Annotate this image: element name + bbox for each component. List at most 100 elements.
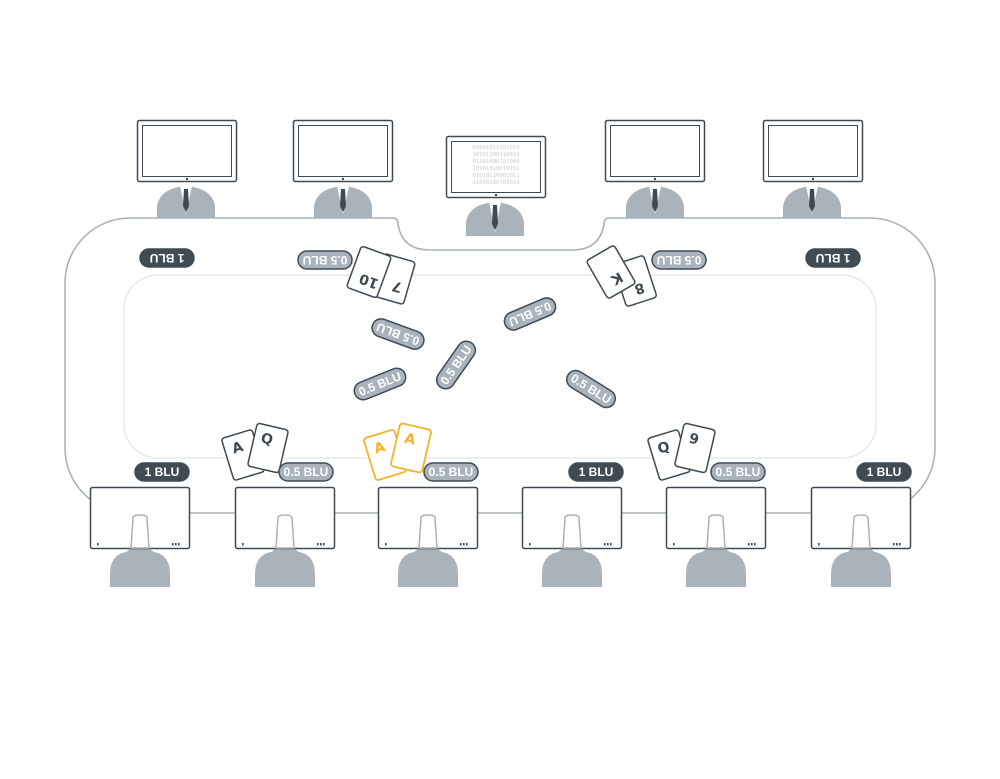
tie xyxy=(340,189,346,212)
bottom-player-1 xyxy=(89,486,191,587)
monitor-led xyxy=(341,177,345,181)
table-outer-rail xyxy=(64,217,936,514)
top-player-1 xyxy=(136,119,238,218)
table-inner-line xyxy=(123,274,877,459)
monitor-led xyxy=(494,193,498,197)
monitor-led xyxy=(811,177,815,181)
bottom-player-3-cards: A A xyxy=(363,422,432,481)
top-player-4-cards: 8 K xyxy=(586,245,657,307)
monitor-stand xyxy=(130,514,150,549)
svg-text:9: 9 xyxy=(687,431,700,449)
pot-chip: 0.5 BLU xyxy=(435,340,477,390)
code-line: 10101010010101 xyxy=(472,166,519,172)
svg-text:Q: Q xyxy=(259,430,274,448)
person-head xyxy=(398,514,458,587)
monitor-icon xyxy=(445,135,547,199)
code-line: 01010110001011 xyxy=(472,173,519,179)
top-bet-chip-5: 1 BLU xyxy=(805,248,861,268)
power-dot xyxy=(818,543,820,546)
top-bet-chip-4: 0.5 BLU xyxy=(651,250,707,270)
port-dots xyxy=(460,543,468,546)
top-player-2 xyxy=(292,119,394,218)
person-head xyxy=(542,514,602,587)
bottom-bet-chip-4: 1 BLU xyxy=(568,462,624,482)
monitor-stand xyxy=(275,514,295,549)
playing-card-highlighted: A xyxy=(390,422,432,474)
bottom-bet-chip-2: 0.5 BLU xyxy=(278,462,334,482)
port-dots xyxy=(893,543,901,546)
bet-label: 1 BLU xyxy=(816,251,851,265)
power-dot xyxy=(97,543,99,546)
top-bet-chip-1: 1 BLU xyxy=(139,248,195,268)
top-player-2-cards: 7 10 xyxy=(346,245,416,305)
bet-label: 0.5 BLU xyxy=(429,465,474,479)
playing-card: K xyxy=(586,245,636,299)
bottom-bet-chip-3: 0.5 BLU xyxy=(423,462,479,482)
monitor-screen xyxy=(298,125,388,177)
monitor-led xyxy=(185,177,189,181)
tie xyxy=(652,189,658,212)
binary-code: 01001011101011 10101100110010 0110100010… xyxy=(472,145,519,186)
bottom-player-4 xyxy=(521,486,623,587)
bet-label: 1 BLU xyxy=(579,465,614,479)
pot-chip: 0.5 BLU xyxy=(503,297,557,331)
code-line: 11010100101011 xyxy=(472,180,519,186)
power-dot xyxy=(242,543,244,546)
top-player-4 xyxy=(604,119,706,218)
monitor-screen xyxy=(142,125,232,177)
playing-card: Q xyxy=(247,422,289,474)
tie xyxy=(809,189,815,212)
power-dot xyxy=(385,543,387,546)
top-bet-chip-2: 0.5 BLU xyxy=(297,250,353,270)
monitor-led xyxy=(653,177,657,181)
tie xyxy=(183,189,189,212)
port-dots xyxy=(748,543,756,546)
bottom-player-5 xyxy=(665,486,767,587)
svg-text:A: A xyxy=(230,439,245,458)
person-head xyxy=(831,514,891,587)
code-line: 01101000101000 xyxy=(472,159,519,165)
bet-label: 1 BLU xyxy=(145,465,180,479)
port-dots xyxy=(604,543,612,546)
bet-label: 0.5 BLU xyxy=(303,253,348,267)
svg-text:A: A xyxy=(403,431,417,449)
monitor-icon xyxy=(762,119,864,183)
monitor-screen xyxy=(451,141,541,193)
pot-chip: 0.5 BLU xyxy=(371,318,425,350)
playing-card: 9 xyxy=(674,422,716,474)
svg-text:A: A xyxy=(372,439,387,458)
bottom-bet-chip-6: 1 BLU xyxy=(856,462,912,482)
bet-label: 1 BLU xyxy=(150,251,185,265)
code-line: 01001011101011 xyxy=(472,145,519,151)
monitor-icon xyxy=(136,119,238,183)
monitor-screen xyxy=(768,125,858,177)
svg-text:10: 10 xyxy=(357,270,381,292)
svg-text:8: 8 xyxy=(632,279,646,297)
svg-text:7: 7 xyxy=(390,277,404,295)
bottom-player-2 xyxy=(234,486,336,587)
bottom-bet-chip-1: 1 BLU xyxy=(134,462,190,482)
monitor-stand xyxy=(851,514,871,549)
port-dots xyxy=(172,543,180,546)
bottom-player-3 xyxy=(377,486,479,587)
pot-chip: 0.5 BLU xyxy=(353,367,407,401)
bottom-player-5-cards: Q 9 xyxy=(647,422,716,481)
bet-label: 0.5 BLU xyxy=(716,465,761,479)
bottom-player-6 xyxy=(810,486,912,587)
monitor-stand xyxy=(706,514,726,549)
monitor-stand xyxy=(562,514,582,549)
playing-card: 10 xyxy=(346,245,392,299)
top-player-bot: 01001011101011 10101100110010 0110100010… xyxy=(445,135,547,236)
person-head xyxy=(686,514,746,587)
bet-label: 0.5 BLU xyxy=(657,253,702,267)
monitor-icon xyxy=(292,119,394,183)
person-head xyxy=(110,514,170,587)
bet-label: 1 BLU xyxy=(867,465,902,479)
power-dot xyxy=(529,543,531,546)
monitor-stand xyxy=(418,514,438,549)
monitor-icon xyxy=(604,119,706,183)
pot-chip: 0.5 BLU xyxy=(565,369,617,409)
code-line: 10101100110010 xyxy=(472,152,519,158)
svg-text:Q: Q xyxy=(656,439,672,458)
